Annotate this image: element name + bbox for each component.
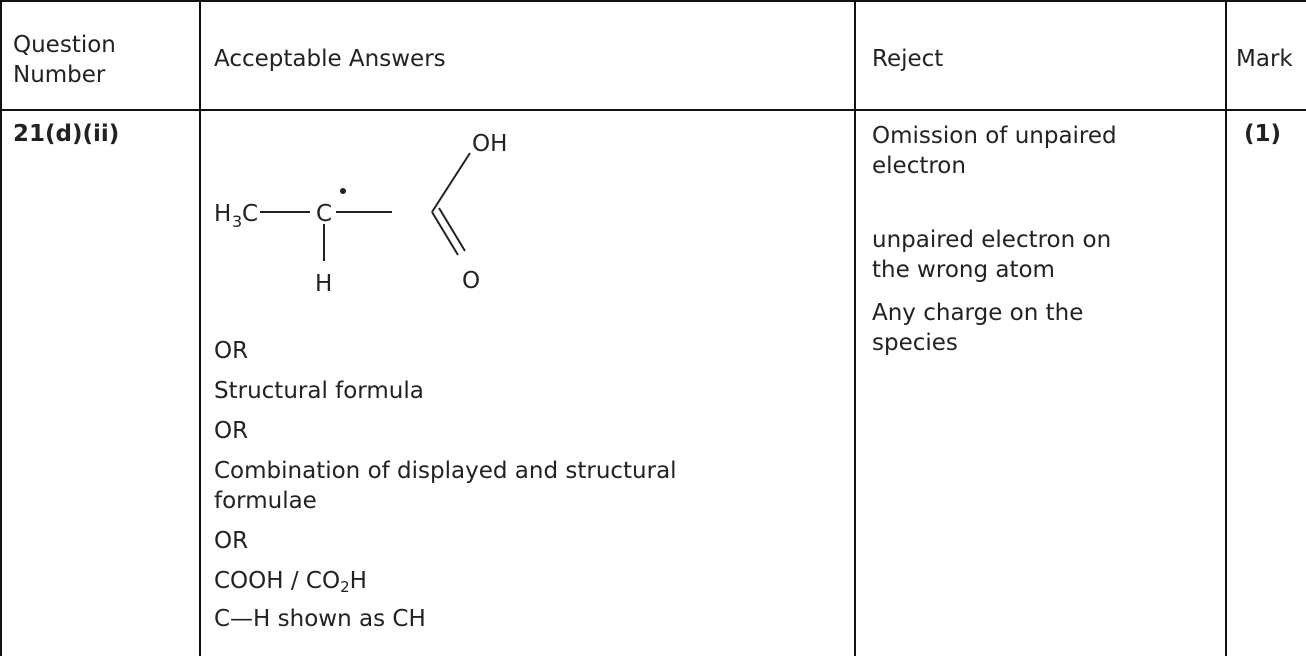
answer-or-3: OR <box>214 528 249 554</box>
displayed-formula-diagram: H 3 C C H OH O <box>214 131 507 295</box>
hydroxyl-label: OH <box>472 131 507 157</box>
answer-or-1: OR <box>214 338 249 364</box>
methyl-label-h: H <box>214 201 231 227</box>
mark-value: (1) <box>1244 121 1282 147</box>
double-bond-line-2 <box>438 207 466 252</box>
answer-combination-line1: Combination of displayed and structural <box>214 458 677 484</box>
column-border-left <box>0 0 2 656</box>
column-border-reject <box>1225 0 1227 656</box>
column-border-answers <box>854 0 856 656</box>
reject-line-1: Omission of unpaired <box>872 123 1117 149</box>
answer-ch-shown: C—H shown as CH <box>214 606 426 632</box>
answer-cooh: COOH / CO2H <box>214 568 367 595</box>
header-acceptable-answers: Acceptable Answers <box>214 46 446 72</box>
methyl-label-c: C <box>242 201 258 227</box>
carbonyl-oxygen-label: O <box>462 268 480 294</box>
answer-combination-line2: formulae <box>214 488 317 514</box>
answer-cooh-tail: H <box>349 568 367 594</box>
question-number: 21(d)(ii) <box>13 121 120 147</box>
methyl-label-subscript: 3 <box>232 212 242 231</box>
reject-line-2: electron <box>872 153 966 179</box>
reject-line-6: species <box>872 330 958 356</box>
answer-or-2: OR <box>214 418 249 444</box>
column-border-question <box>199 0 201 656</box>
bond-carboxyl-oh <box>431 152 471 213</box>
double-bond-line-1 <box>431 211 459 256</box>
reject-line-4: the wrong atom <box>872 257 1055 283</box>
reject-line-5: Any charge on the <box>872 300 1084 326</box>
answer-cooh-subscript: 2 <box>340 578 350 596</box>
answer-structural-formula: Structural formula <box>214 378 424 404</box>
table-top-border <box>0 0 1306 2</box>
unpaired-electron-dot <box>340 188 346 194</box>
answer-cooh-text: COOH / CO <box>214 568 341 594</box>
header-mark: Mark <box>1236 46 1293 72</box>
hydrogen-label: H <box>315 271 332 295</box>
header-reject: Reject <box>872 46 944 72</box>
header-divider <box>0 109 1306 111</box>
radical-carbon-label: C <box>316 201 332 227</box>
header-question-number-line1: Question <box>13 32 116 58</box>
header-question-number-line2: Number <box>13 62 106 88</box>
reject-line-3: unpaired electron on <box>872 227 1112 253</box>
